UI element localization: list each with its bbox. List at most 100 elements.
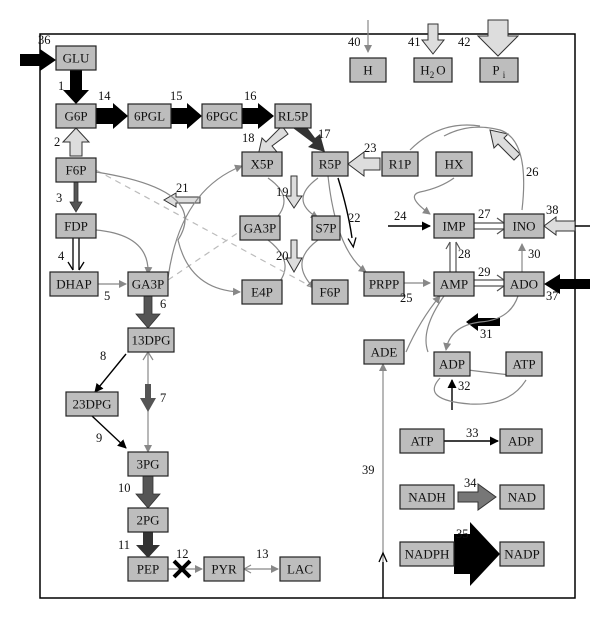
svg-text:ADE: ADE bbox=[371, 345, 398, 360]
svg-text:R5P: R5P bbox=[319, 157, 341, 172]
svg-text:E4P: E4P bbox=[251, 285, 273, 300]
svg-text:RL5P: RL5P bbox=[278, 109, 308, 124]
node-S7P: S7P bbox=[311, 215, 341, 241]
reaction-label-7: 7 bbox=[160, 391, 166, 405]
node-ADO: ADO bbox=[503, 271, 545, 297]
reaction-label-41: 41 bbox=[408, 35, 421, 49]
reaction-label-18: 18 bbox=[242, 131, 255, 145]
arrow-fdp-ga3p bbox=[95, 229, 153, 275]
reaction-label-37: 37 bbox=[546, 289, 559, 303]
reaction-label-20: 20 bbox=[276, 249, 289, 263]
node-6PGC: 6PGC bbox=[201, 103, 243, 129]
node-DHAP: DHAP bbox=[49, 271, 99, 297]
reaction-label-34: 34 bbox=[464, 476, 477, 490]
arrow-27 bbox=[474, 222, 504, 230]
block-x-icon bbox=[172, 559, 192, 579]
node-ATP-legend: ATP bbox=[399, 428, 445, 454]
svg-text:ATP: ATP bbox=[410, 434, 433, 449]
dashed-ga3p bbox=[167, 229, 243, 281]
node-2PG: 2PG bbox=[127, 507, 169, 533]
reaction-label-23: 23 bbox=[364, 141, 377, 155]
reaction-label-13: 13 bbox=[256, 547, 269, 561]
arrow-tk4 bbox=[301, 239, 319, 289]
node-INO: INO bbox=[503, 213, 545, 239]
node-ADP-legend: ADP bbox=[499, 428, 543, 454]
svg-text:2: 2 bbox=[430, 70, 435, 80]
svg-text:IMP: IMP bbox=[442, 219, 465, 234]
reaction-label-26: 26 bbox=[526, 165, 539, 179]
arrow-1 bbox=[63, 70, 89, 104]
node-NADPH: NADPH bbox=[399, 541, 455, 567]
svg-text:AMP: AMP bbox=[440, 277, 468, 292]
arrow-22b bbox=[337, 177, 357, 249]
svg-text:LAC: LAC bbox=[287, 562, 313, 577]
arrow-ade bbox=[405, 295, 441, 353]
node-AMP: AMP bbox=[433, 271, 475, 297]
svg-text:i: i bbox=[503, 70, 506, 80]
reaction-label-21: 21 bbox=[176, 181, 189, 195]
svg-text:ATP: ATP bbox=[512, 357, 535, 372]
arrow-35 bbox=[454, 522, 500, 586]
dashed-f6p bbox=[95, 169, 311, 287]
arrow-14 bbox=[96, 103, 128, 129]
arrow-hx-imp bbox=[413, 177, 455, 215]
node-NADP: NADP bbox=[499, 541, 545, 567]
svg-text:PEP: PEP bbox=[137, 562, 159, 577]
node-Pi: P i bbox=[479, 57, 519, 83]
svg-text:6PGC: 6PGC bbox=[206, 109, 238, 124]
reaction-label-12: 12 bbox=[176, 547, 189, 561]
svg-text:GLU: GLU bbox=[63, 51, 90, 66]
arrow-r1p-loop bbox=[409, 124, 481, 151]
arrow-22 bbox=[327, 175, 367, 273]
arrow-36 bbox=[20, 49, 56, 71]
svg-text:6PGL: 6PGL bbox=[134, 109, 165, 124]
node-F6P: F6P bbox=[55, 157, 97, 183]
arrow-7 bbox=[140, 384, 156, 412]
svg-text:ADO: ADO bbox=[510, 277, 538, 292]
reaction-label-11: 11 bbox=[118, 538, 130, 552]
reaction-label-38: 38 bbox=[546, 203, 559, 217]
arrow-15 bbox=[171, 103, 202, 129]
reaction-label-4: 4 bbox=[58, 249, 65, 263]
node-NADH: NADH bbox=[399, 484, 455, 510]
arrow-ga3p-x5p bbox=[167, 164, 243, 279]
reaction-label-29: 29 bbox=[478, 265, 491, 279]
svg-text:PRPP: PRPP bbox=[369, 277, 399, 292]
reaction-label-19: 19 bbox=[276, 185, 289, 199]
arrow-3 bbox=[69, 181, 83, 213]
reaction-label-2: 2 bbox=[54, 135, 60, 149]
reaction-label-28: 28 bbox=[458, 247, 471, 261]
arrow-38 bbox=[543, 216, 576, 236]
arrow-42 bbox=[476, 19, 520, 57]
svg-text:H: H bbox=[363, 63, 372, 78]
reaction-label-36: 36 bbox=[38, 33, 51, 47]
svg-text:PYR: PYR bbox=[211, 562, 237, 577]
svg-text:NAD: NAD bbox=[508, 490, 536, 505]
node-NAD: NAD bbox=[499, 484, 545, 510]
reaction-label-33: 33 bbox=[466, 426, 479, 440]
svg-text:NADH: NADH bbox=[408, 490, 446, 505]
node-H: H bbox=[349, 57, 387, 83]
arrow-f6p-e4p bbox=[95, 171, 241, 296]
svg-text:NADPH: NADPH bbox=[405, 547, 450, 562]
node-GLU: GLU bbox=[55, 45, 97, 71]
svg-text:23DPG: 23DPG bbox=[72, 397, 111, 412]
node-IMP: IMP bbox=[433, 213, 475, 239]
node-H2O: H 2 O bbox=[413, 57, 453, 83]
arrow-6 bbox=[135, 293, 161, 329]
svg-text:NADP: NADP bbox=[504, 547, 539, 562]
reaction-label-35: 35 bbox=[456, 527, 469, 541]
node-G6P: G6P bbox=[55, 103, 97, 129]
node-13DPG: 13DPG bbox=[127, 327, 175, 353]
svg-text:H: H bbox=[420, 63, 429, 78]
svg-text:G6P: G6P bbox=[64, 109, 87, 124]
svg-text:P: P bbox=[492, 63, 499, 78]
arrow-19 bbox=[285, 175, 303, 209]
svg-text:X5P: X5P bbox=[250, 157, 273, 172]
node-E4P: E4P bbox=[241, 279, 283, 305]
svg-text:GA3P: GA3P bbox=[244, 221, 277, 236]
reaction-label-1: 1 bbox=[58, 79, 64, 93]
reaction-label-25: 25 bbox=[400, 291, 413, 305]
reaction-label-22: 22 bbox=[348, 211, 361, 225]
